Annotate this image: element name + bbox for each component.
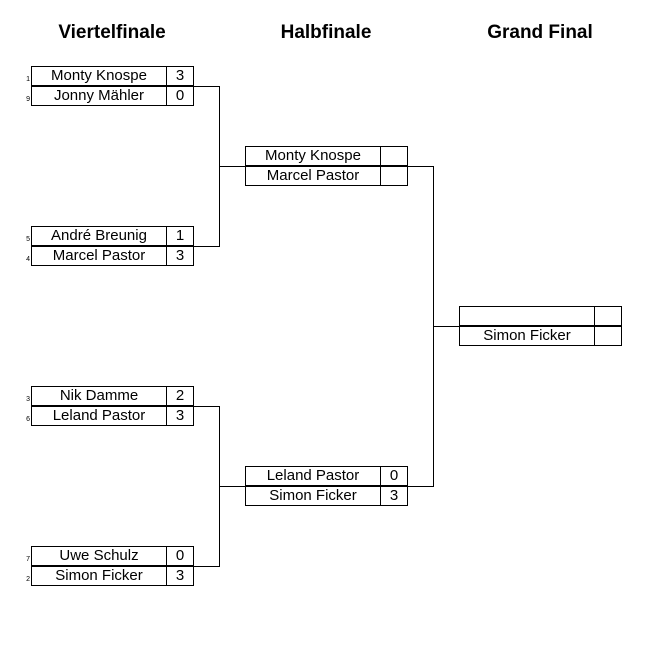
- team-score: [594, 327, 621, 345]
- team-name: Simon Ficker: [269, 487, 357, 504]
- match-slot: Marcel Pastor 3: [31, 246, 194, 266]
- bracket-connector: [219, 486, 245, 487]
- match-slot: Monty Knospe 3: [31, 66, 194, 86]
- match-slot: Nik Damme 2: [31, 386, 194, 406]
- match-slot: Leland Pastor 3: [31, 406, 194, 426]
- round-title-grand-final: Grand Final: [487, 22, 593, 43]
- seed-number: 5: [26, 236, 30, 243]
- match-slot: Simon Ficker: [459, 326, 622, 346]
- team-score: 0: [380, 467, 407, 485]
- bracket-connector: [194, 246, 219, 247]
- team-score: 3: [380, 487, 407, 505]
- team-score: 2: [166, 387, 193, 405]
- match-slot: Simon Ficker 3: [31, 566, 194, 586]
- round-title-viertelfinale: Viertelfinale: [58, 22, 166, 43]
- team-score: 3: [166, 407, 193, 425]
- bracket-connector: [194, 86, 219, 87]
- team-name: Monty Knospe: [265, 147, 361, 164]
- team-score: 3: [166, 67, 193, 85]
- team-score: 3: [166, 247, 193, 265]
- team-score: [594, 307, 621, 325]
- team-name: Simon Ficker: [55, 567, 143, 584]
- match-slot: Monty Knospe: [245, 146, 408, 166]
- team-name: Marcel Pastor: [52, 247, 146, 264]
- team-name: Leland Pastor: [52, 407, 146, 424]
- match-slot: Uwe Schulz 0: [31, 546, 194, 566]
- team-name: Jonny Mähler: [53, 87, 145, 104]
- match-slot: Marcel Pastor: [245, 166, 408, 186]
- team-score: 0: [166, 547, 193, 565]
- team-name: Simon Ficker: [483, 327, 571, 344]
- team-score: 0: [166, 87, 193, 105]
- team-name: [460, 307, 594, 325]
- team-name: André Breunig: [51, 227, 147, 244]
- round-title-halbfinale: Halbfinale: [280, 22, 372, 43]
- team-name: Monty Knospe: [51, 67, 147, 84]
- seed-number: 2: [26, 576, 30, 583]
- team-name: Nik Damme: [59, 387, 139, 404]
- bracket-connector: [194, 406, 219, 407]
- team-name: Leland Pastor: [266, 467, 360, 484]
- match-slot: André Breunig 1: [31, 226, 194, 246]
- bracket-connector: [408, 486, 433, 487]
- bracket-connector: [194, 566, 219, 567]
- team-name: Marcel Pastor: [266, 167, 360, 184]
- match-slot: Jonny Mähler 0: [31, 86, 194, 106]
- seed-number: 9: [26, 96, 30, 103]
- match-slot: Simon Ficker 3: [245, 486, 408, 506]
- team-score: 1: [166, 227, 193, 245]
- team-score: [380, 167, 407, 185]
- team-name: Uwe Schulz: [59, 547, 139, 564]
- seed-number: 7: [26, 556, 30, 563]
- bracket-connector: [219, 166, 245, 167]
- match-slot: Leland Pastor 0: [245, 466, 408, 486]
- bracket-connector: [408, 166, 433, 167]
- seed-number: 4: [26, 256, 30, 263]
- seed-number: 1: [26, 76, 30, 83]
- team-score: [380, 147, 407, 165]
- team-score: 3: [166, 567, 193, 585]
- bracket-connector: [433, 326, 459, 327]
- seed-number: 3: [26, 396, 30, 403]
- match-slot: [459, 306, 622, 326]
- seed-number: 6: [26, 416, 30, 423]
